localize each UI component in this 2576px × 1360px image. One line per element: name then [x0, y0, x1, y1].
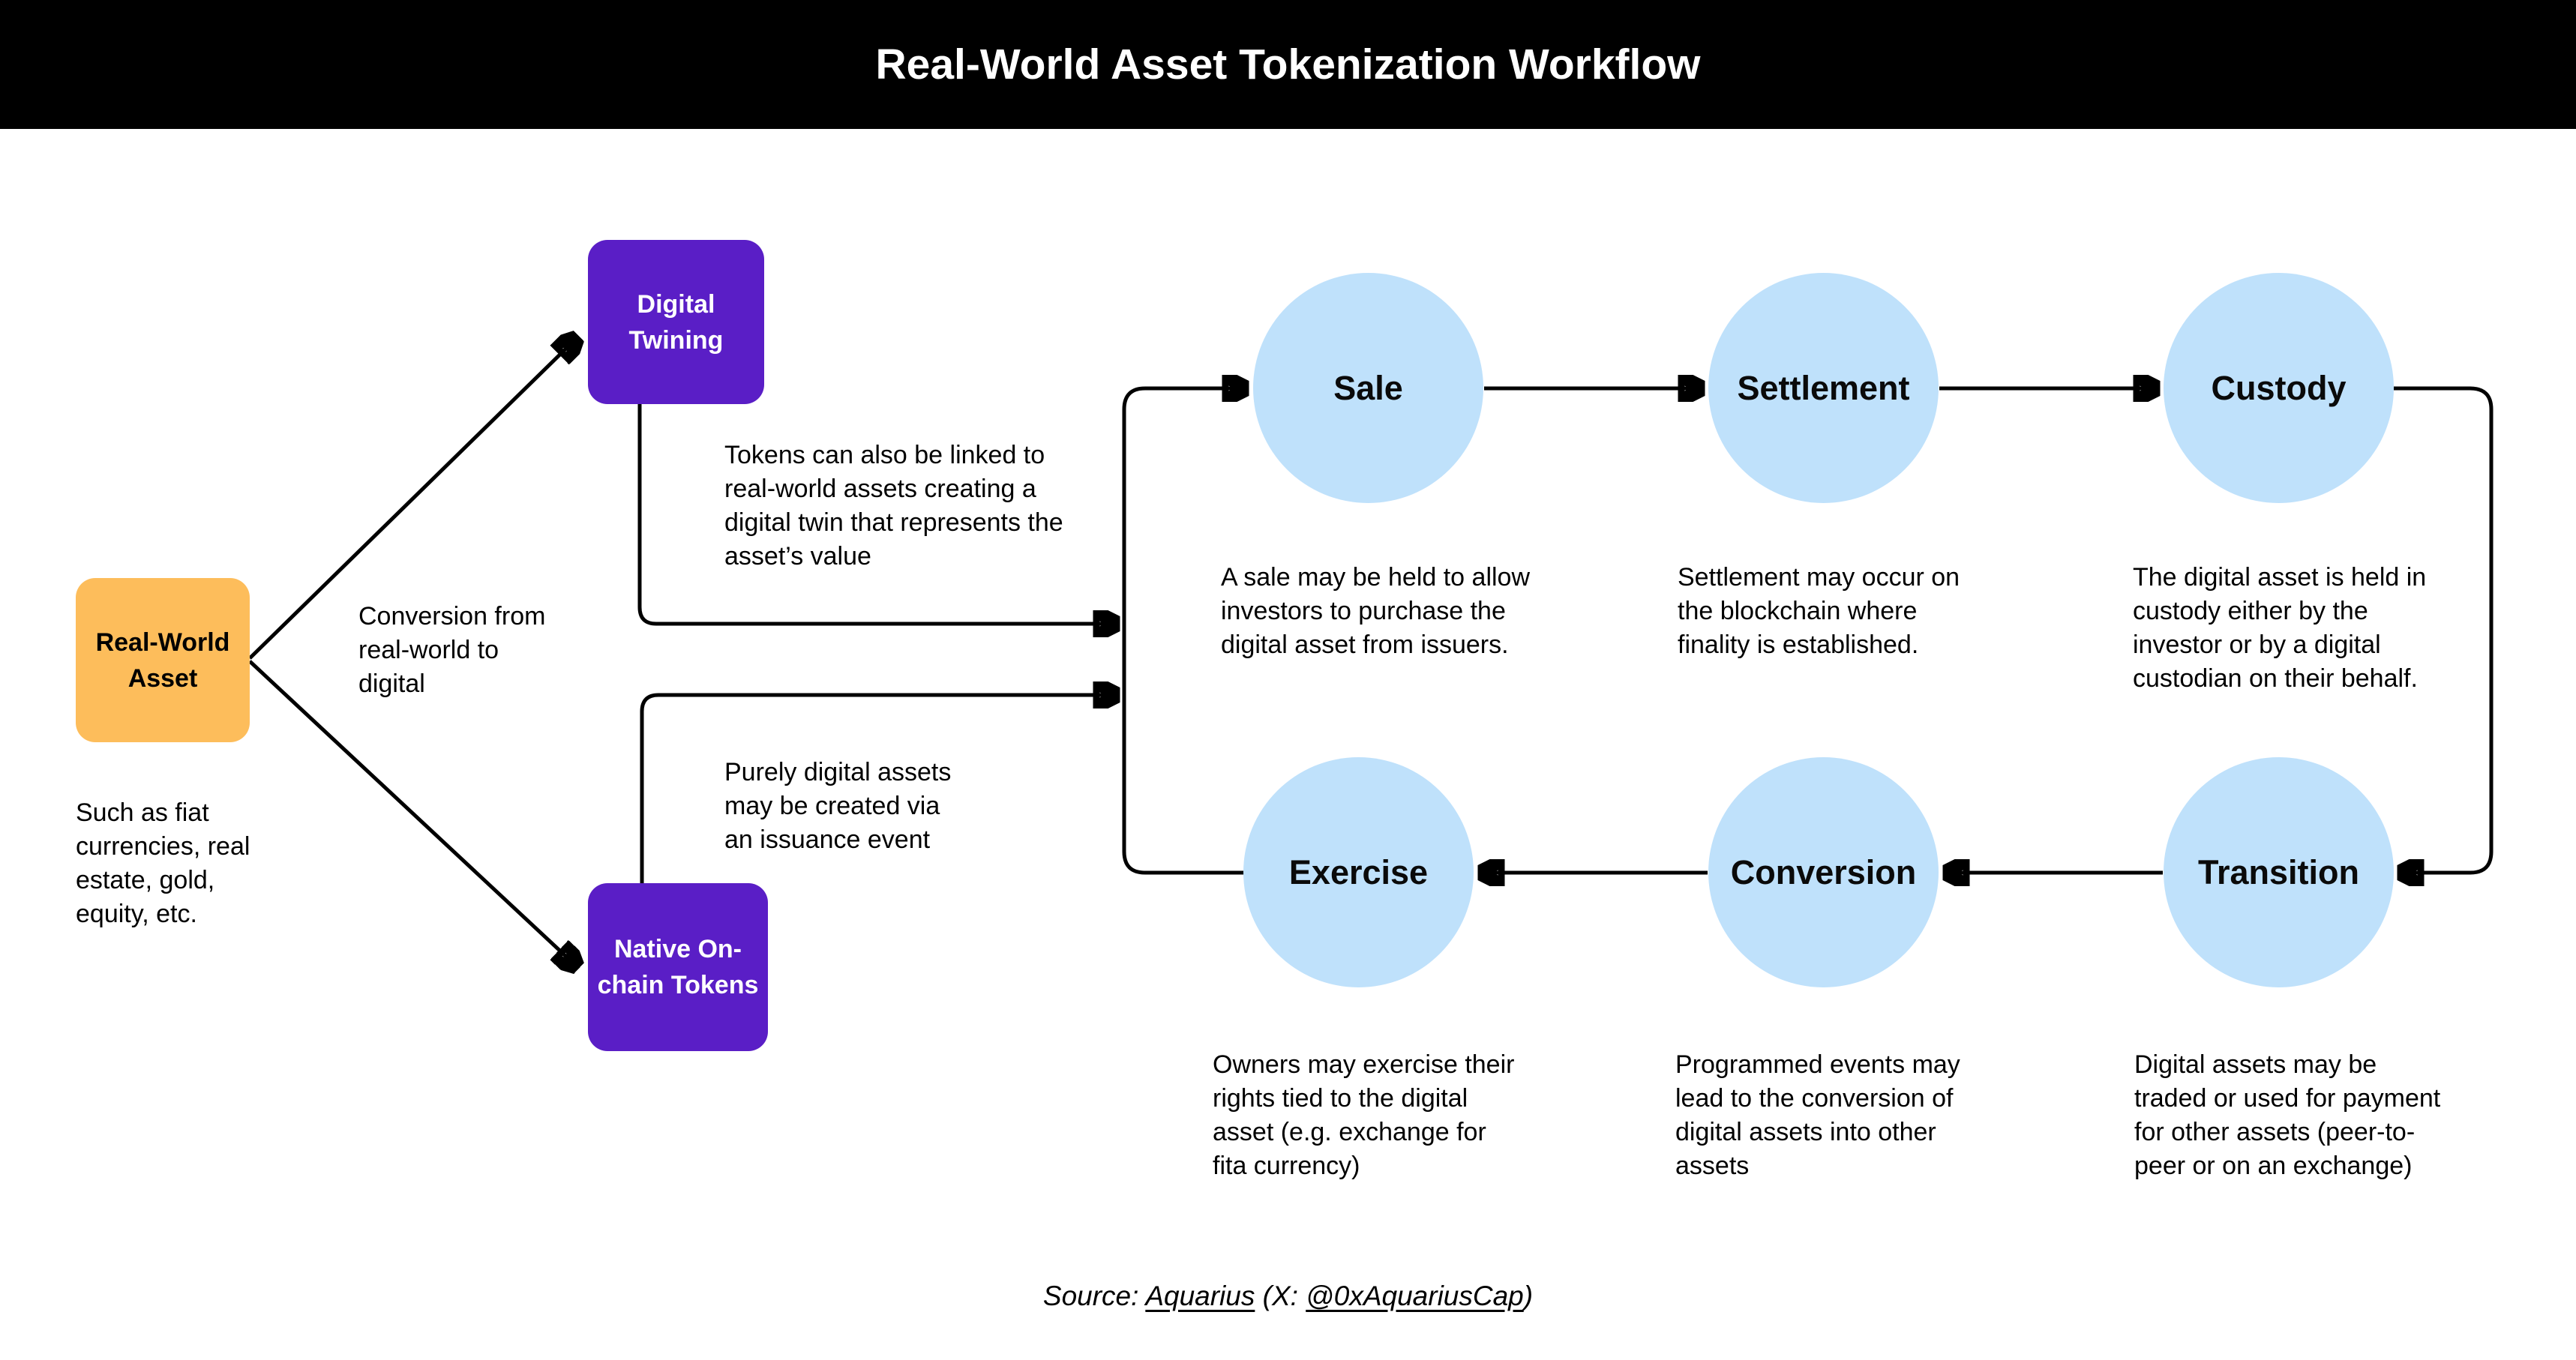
- stage-label-exercise: Exercise: [1288, 852, 1429, 891]
- arrow-asset-to-native-tokens: [248, 660, 576, 966]
- node-real-world-asset-label: Real-World Asset: [95, 628, 230, 693]
- stage-circle-custody: Custody: [2164, 273, 2394, 503]
- conversion-edge-label: Conversion from real-world to digital: [358, 602, 546, 698]
- arrow-asset-to-digital-twining: [248, 339, 576, 660]
- stage-circle-settlement: Settlement: [1708, 273, 1939, 503]
- stage-circle-transition: Transition: [2164, 757, 2394, 987]
- source-middle: (X:: [1255, 1281, 1306, 1311]
- node-digital-twining-label: Digital Twining: [628, 289, 724, 355]
- arrow-digital-twining-to-bus: [637, 404, 1116, 624]
- native-onchain-note: Purely digital assets may be created via…: [724, 758, 952, 854]
- node-digital-twining: Digital Twining: [588, 240, 764, 404]
- bracket-custody-to-transition: [2394, 386, 2494, 873]
- node-native-onchain-tokens: Native On- chain Tokens: [588, 883, 768, 1051]
- stage-label-custody: Custody: [2211, 368, 2347, 407]
- stage-label-settlement: Settlement: [1737, 368, 1910, 407]
- stage-label-sale: Sale: [1333, 368, 1403, 407]
- digital-twining-note: Tokens can also be linked to real-world …: [724, 441, 1063, 571]
- node-real-world-asset: Real-World Asset: [76, 578, 250, 742]
- source-attribution: Source: Aquarius (X: @0xAquariusCap): [0, 1281, 2576, 1312]
- stage-circle-sale: Sale: [1253, 273, 1483, 503]
- stage-description-settlement: Settlement may occur on the blockchain w…: [1678, 563, 1960, 659]
- stage-label-transition: Transition: [2197, 852, 2360, 891]
- node-native-onchain-tokens-label: Native On- chain Tokens: [597, 935, 759, 999]
- stage-description-conversion: Programmed events may lead to the conver…: [1675, 1050, 1960, 1180]
- source-org-link[interactable]: Aquarius: [1145, 1281, 1255, 1311]
- real-world-asset-caption: Such as fiat currencies, real estate, go…: [76, 798, 250, 928]
- arrow-native-tokens-to-bus: [640, 695, 1116, 883]
- stage-description-transition: Digital assets may be traded or used for…: [2134, 1050, 2441, 1180]
- source-prefix: Source:: [1042, 1281, 1146, 1311]
- bus-bracket-to-sale: [1122, 388, 1246, 875]
- source-handle-link[interactable]: @0xAquariusCap: [1306, 1281, 1524, 1311]
- title-bar: Real-World Asset Tokenization Workflow: [0, 0, 2576, 129]
- stage-circle-conversion: Conversion: [1708, 757, 1939, 987]
- stage-label-conversion: Conversion: [1730, 852, 1917, 891]
- stage-description-sale: A sale may be held to allow investors to…: [1221, 563, 1531, 659]
- stage-circle-exercise: Exercise: [1243, 757, 1474, 987]
- source-suffix: ): [1523, 1281, 1534, 1311]
- stage-description-exercise: Owners may exercise their rights tied to…: [1213, 1050, 1515, 1180]
- stage-description-custody: The digital asset is held in custody eit…: [2133, 563, 2427, 693]
- page-title: Real-World Asset Tokenization Workflow: [875, 40, 1701, 88]
